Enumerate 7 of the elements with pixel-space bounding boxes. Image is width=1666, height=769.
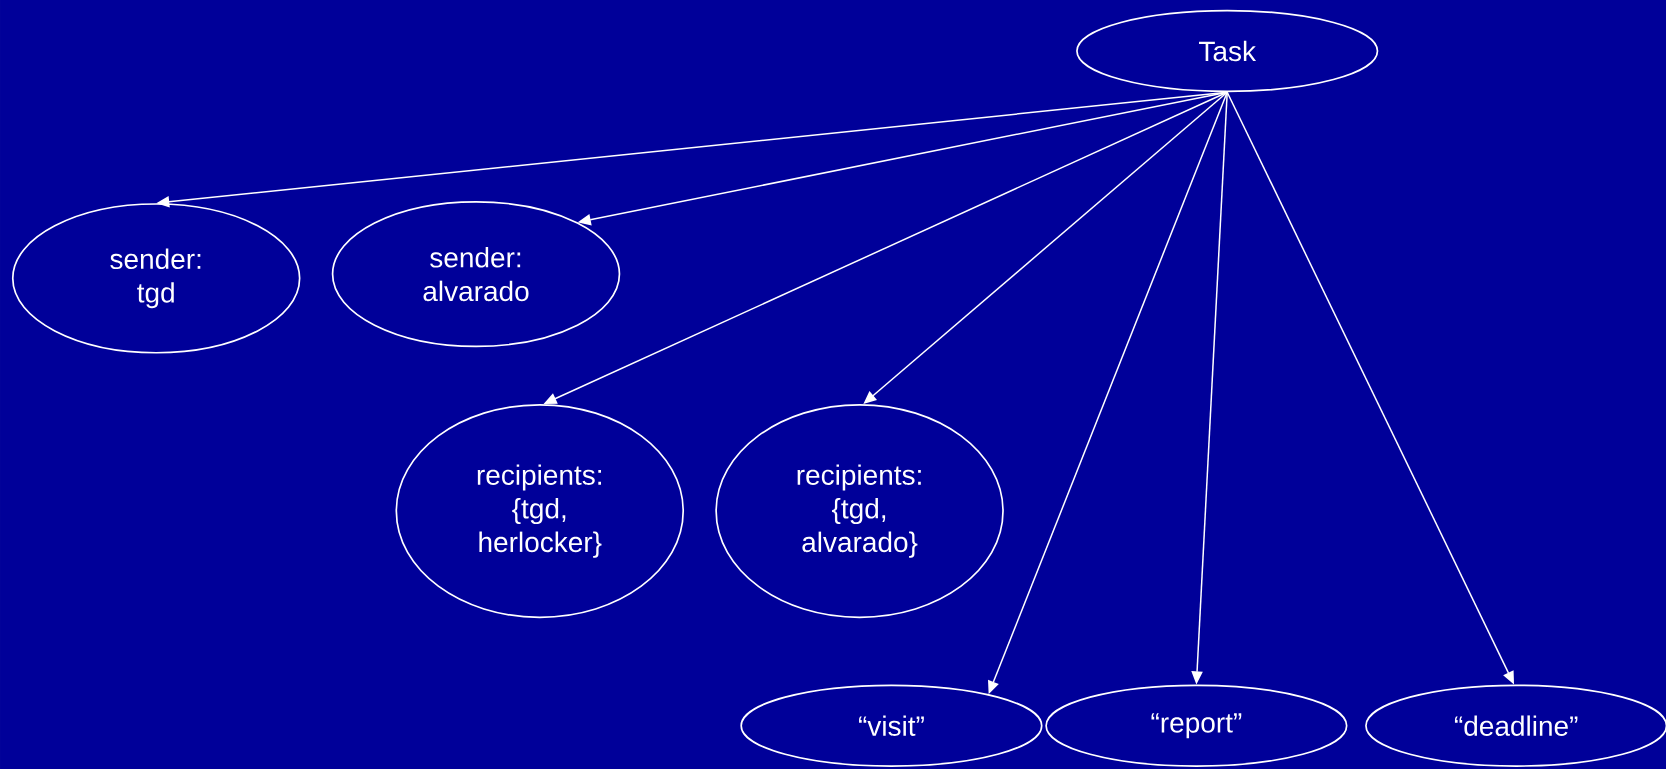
ellipse-node: “report” [1045, 684, 1348, 767]
ellipse-node: “visit” [740, 684, 1043, 767]
ellipse-node: recipients: {tgd, alvarado} [715, 403, 1004, 618]
ellipse-node: sender: alvarado [331, 200, 621, 348]
ellipse-node: Task [1076, 9, 1379, 93]
ellipse-node: recipients: {tgd, herlocker} [395, 403, 685, 618]
ellipse-node: sender: tgd [11, 203, 301, 354]
